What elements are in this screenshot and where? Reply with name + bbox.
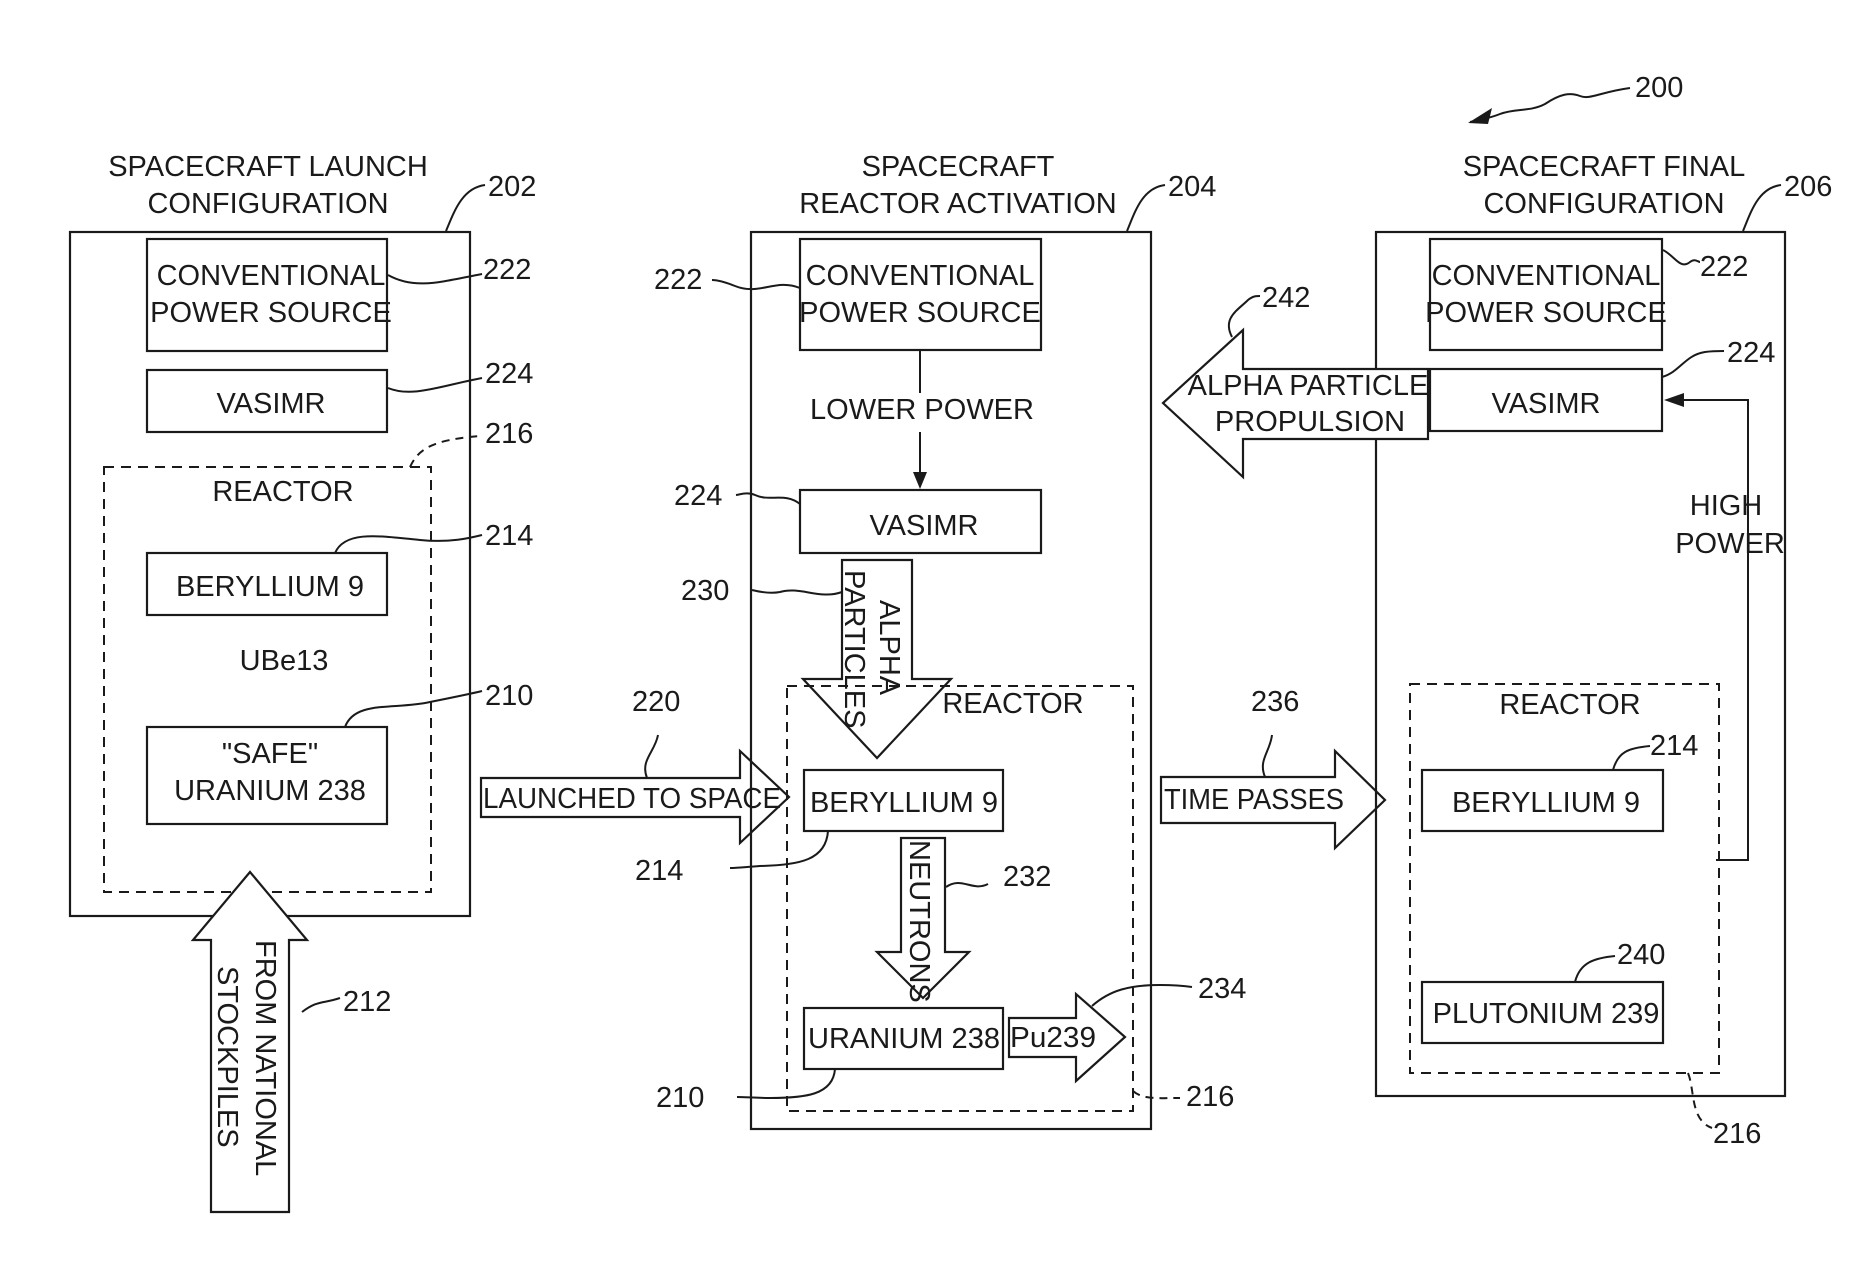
neutrons-label: NEUTRONS	[903, 840, 935, 1003]
propulsion-transition: ALPHA PARTICLE PROPULSION 242	[1163, 282, 1428, 477]
launch-conventional-box	[147, 239, 387, 351]
time-transition: TIME PASSES 236	[1161, 686, 1385, 848]
final-plutonium-label: PLUTONIUM 239	[1433, 998, 1660, 1030]
final-conventional-line2: POWER SOURCE	[1425, 297, 1667, 329]
high-power-line2: POWER	[1675, 528, 1785, 560]
final-conventional-ref: 222	[1700, 251, 1748, 283]
launched-ref: 220	[632, 686, 680, 718]
neutrons-ref: 232	[1003, 861, 1051, 893]
launch-uranium-line1: "SAFE"	[222, 738, 318, 770]
activation-vasimr-ref: 224	[674, 480, 722, 512]
final-title-line1: SPACECRAFT FINAL	[1463, 151, 1746, 183]
activation-reactor-ref: 216	[1186, 1081, 1234, 1113]
launch-uranium-line2: URANIUM 238	[174, 775, 366, 807]
final-title-line2: CONFIGURATION	[1483, 188, 1724, 220]
launch-conventional-line1: CONVENTIONAL	[157, 260, 386, 292]
final-reactor-ref: 216	[1713, 1118, 1761, 1150]
alpha-line2: PARTICLES	[838, 570, 870, 728]
propulsion-line1: ALPHA PARTICLE	[1188, 370, 1429, 402]
activation-beryllium-label: BERYLLIUM 9	[810, 787, 998, 819]
launch-reactor-label: REACTOR	[212, 476, 353, 508]
launch-vasimr-label: VASIMR	[216, 388, 325, 420]
high-power-line	[1680, 400, 1748, 860]
activation-title-line1: SPACECRAFT	[862, 151, 1055, 183]
high-power-arrowhead	[1664, 393, 1684, 407]
final-panel: SPACECRAFT FINAL CONFIGURATION 206 CONVE…	[1376, 151, 1832, 1150]
activation-reactor-label: REACTOR	[942, 688, 1083, 720]
activation-panel-ref: 204	[1168, 171, 1216, 203]
launch-conventional-ref: 222	[483, 254, 531, 286]
final-vasimr-ref: 224	[1727, 337, 1775, 369]
activation-conventional-box	[800, 239, 1041, 350]
launch-conventional-line2: POWER SOURCE	[150, 297, 392, 329]
activation-beryllium-ref: 214	[635, 855, 683, 887]
stockpile-line1: FROM NATIONAL	[249, 940, 281, 1176]
propulsion-arrow	[1163, 330, 1428, 477]
launch-beryllium-label: BERYLLIUM 9	[176, 571, 364, 603]
activation-conventional-ref: 222	[654, 264, 702, 296]
lower-power-arrowhead	[913, 472, 927, 489]
high-power-line1: HIGH	[1690, 490, 1763, 522]
activation-vasimr-label: VASIMR	[869, 510, 978, 542]
activation-uranium-ref: 210	[656, 1082, 704, 1114]
stockpile-ref: 212	[343, 986, 391, 1018]
figure-reference: 200	[1468, 72, 1683, 124]
lower-power-label: LOWER POWER	[810, 394, 1034, 426]
pu239-label: Pu239	[1010, 1022, 1096, 1054]
time-ref: 236	[1251, 686, 1299, 718]
activation-uranium-label: URANIUM 238	[808, 1023, 1000, 1055]
activation-conventional-line1: CONVENTIONAL	[806, 260, 1035, 292]
final-beryllium-ref: 214	[1650, 730, 1698, 762]
activation-conventional-line2: POWER SOURCE	[799, 297, 1041, 329]
propulsion-line2: PROPULSION	[1215, 406, 1405, 438]
launch-title-line2: CONFIGURATION	[147, 188, 388, 220]
launch-reactor-ref: 216	[485, 418, 533, 450]
launch-compound-label: UBe13	[240, 645, 329, 677]
launch-beryllium-ref: 214	[485, 520, 533, 552]
final-conventional-line1: CONVENTIONAL	[1432, 260, 1661, 292]
launch-panel-ref: 202	[488, 171, 536, 203]
launch-vasimr-ref: 224	[485, 358, 533, 390]
final-conventional-box	[1430, 239, 1662, 350]
propulsion-ref: 242	[1262, 282, 1310, 314]
launch-panel: SPACECRAFT LAUNCH CONFIGURATION 202 CONV…	[70, 151, 536, 1212]
launch-uranium-ref: 210	[485, 680, 533, 712]
time-passes-label: TIME PASSES	[1164, 784, 1344, 816]
figure-number: 200	[1635, 72, 1683, 104]
alpha-ref: 230	[681, 575, 729, 607]
final-reactor-label: REACTOR	[1499, 689, 1640, 721]
launch-reactor-border	[104, 467, 431, 892]
stockpile-line2: STOCKPILES	[211, 966, 243, 1148]
launch-title-line1: SPACECRAFT LAUNCH	[108, 151, 428, 183]
final-beryllium-label: BERYLLIUM 9	[1452, 787, 1640, 819]
alpha-line1: ALPHA	[873, 600, 905, 696]
pu239-ref: 234	[1198, 973, 1246, 1005]
activation-title-line2: REACTOR ACTIVATION	[799, 188, 1116, 220]
final-vasimr-label: VASIMR	[1491, 388, 1600, 420]
launched-label: LAUNCHED TO SPACE	[483, 783, 781, 815]
final-panel-border	[1376, 232, 1785, 1096]
activation-panel: SPACECRAFT REACTOR ACTIVATION 204 CONVEN…	[635, 151, 1246, 1129]
final-plutonium-ref: 240	[1617, 939, 1665, 971]
final-panel-ref: 206	[1784, 171, 1832, 203]
